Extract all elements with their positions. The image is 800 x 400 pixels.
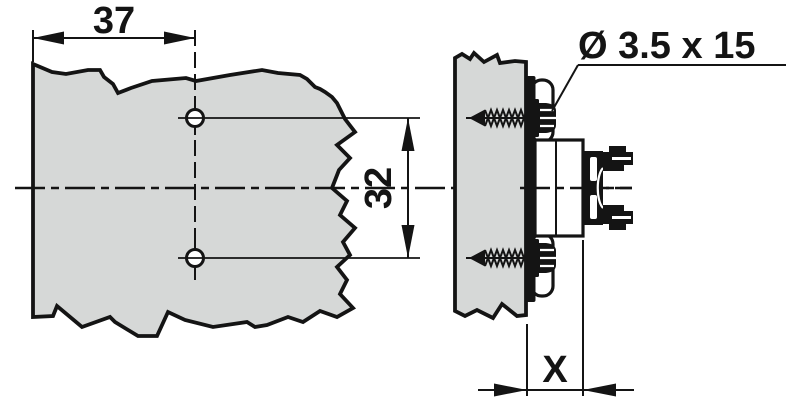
hinge-arm-clip	[584, 146, 633, 230]
screw-spec-leader-diagonal	[551, 64, 579, 112]
side-panel	[453, 50, 528, 321]
dimension-32-arrow-top	[401, 118, 415, 151]
dimension-32-arrow-bottom	[401, 225, 415, 258]
dimension-x-label: X	[542, 349, 568, 391]
dimension-37-arrow-right	[164, 31, 195, 45]
dimension-37-label: 37	[93, 0, 135, 42]
screw-spec-label: Ø 3.5 x 15	[578, 25, 755, 67]
mounting-plate-back	[525, 76, 536, 302]
dimension-37-arrow-left	[33, 31, 64, 45]
dimension-x-arrow-right	[583, 383, 616, 397]
dimension-x-arrow-left	[494, 383, 527, 397]
dimension-32-label: 32	[358, 167, 400, 209]
